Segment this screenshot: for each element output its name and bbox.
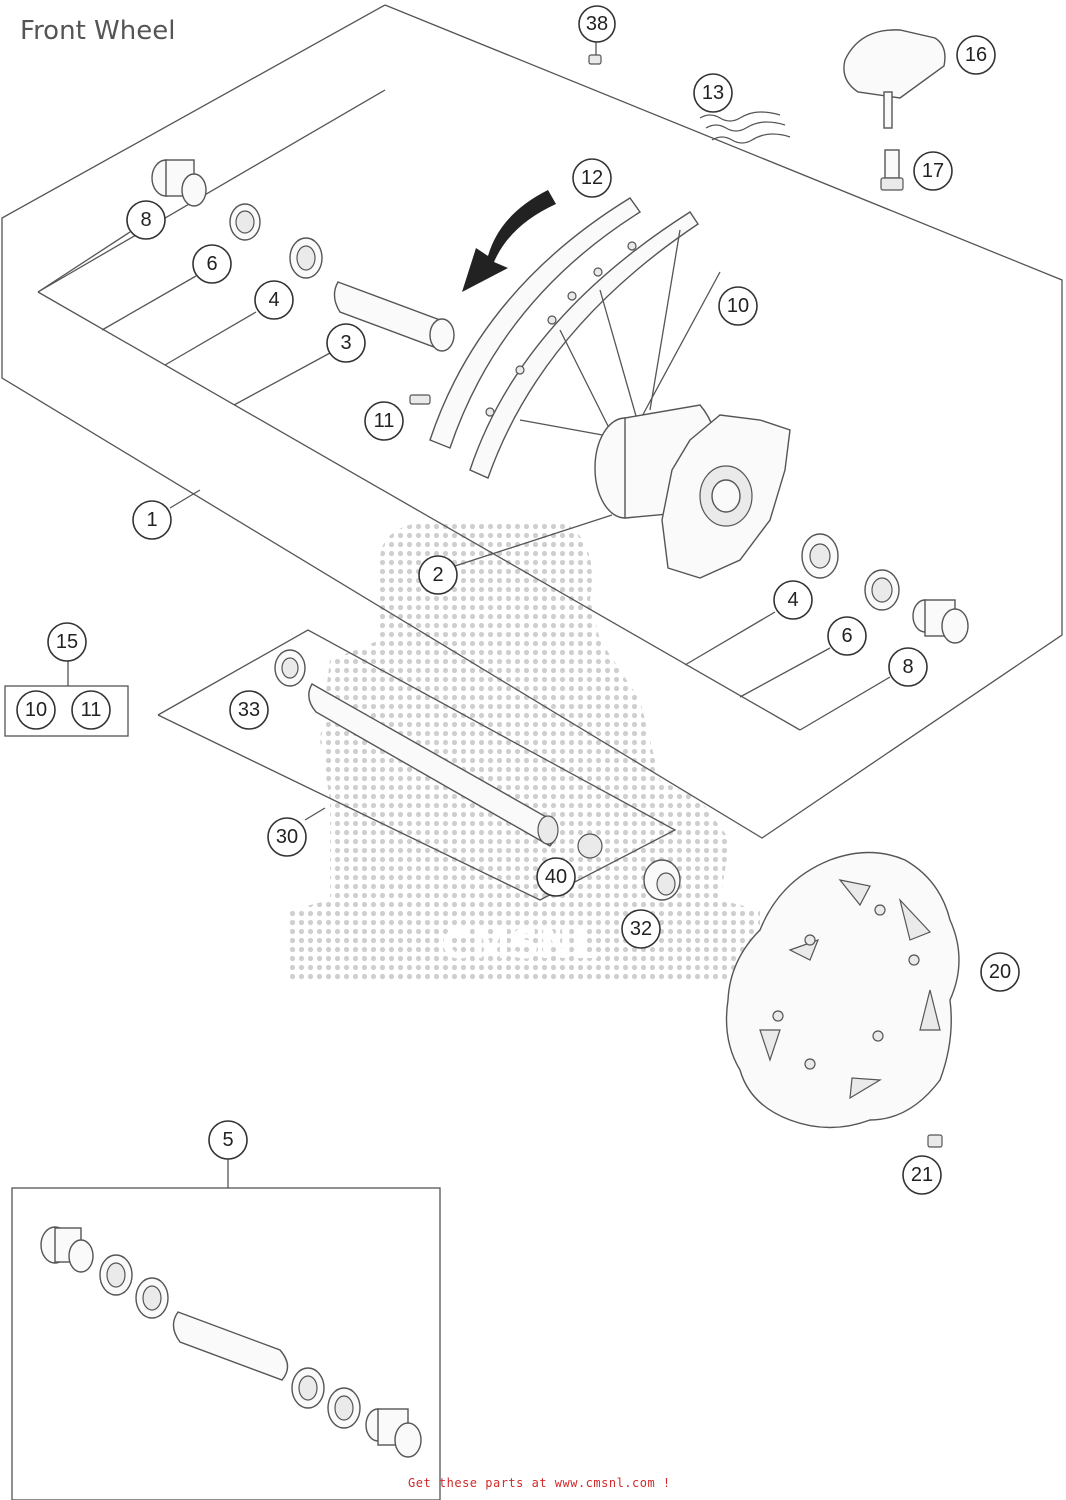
svg-text:4: 4 bbox=[268, 289, 279, 311]
footer-link-text[interactable]: Get these parts at www.cmsnl.com ! bbox=[408, 1476, 671, 1490]
watermark-logo: CMSNL bbox=[290, 520, 760, 980]
callout-11-nipple[interactable]: 11 bbox=[364, 401, 404, 441]
part-11-nipple bbox=[409, 394, 431, 405]
svg-text:32: 32 bbox=[630, 918, 652, 940]
svg-text:21: 21 bbox=[911, 1164, 933, 1186]
part-21-disc-screw bbox=[927, 1134, 943, 1148]
callout-8-right[interactable]: 8 bbox=[888, 647, 928, 687]
svg-text:2: 2 bbox=[432, 564, 443, 586]
callout-12[interactable]: 12 bbox=[572, 158, 612, 198]
svg-text:11: 11 bbox=[374, 410, 395, 432]
svg-text:8: 8 bbox=[902, 656, 913, 678]
callout-30[interactable]: 30 bbox=[267, 817, 307, 857]
svg-text:4: 4 bbox=[787, 589, 798, 611]
svg-text:20: 20 bbox=[989, 961, 1011, 983]
callout-38[interactable]: 38 bbox=[578, 5, 616, 43]
svg-text:5: 5 bbox=[222, 1129, 233, 1151]
callout-5[interactable]: 5 bbox=[208, 1120, 248, 1160]
part-8-spacer-right bbox=[912, 599, 969, 644]
callout-1[interactable]: 1 bbox=[132, 500, 172, 540]
svg-text:38: 38 bbox=[586, 13, 608, 35]
part-16-seat-tool bbox=[843, 29, 946, 129]
svg-text:30: 30 bbox=[276, 826, 298, 848]
part-17-valve bbox=[880, 149, 904, 191]
part-2-hub bbox=[594, 404, 791, 579]
callout-10-kit[interactable]: 10 bbox=[16, 690, 56, 730]
callout-4-right[interactable]: 4 bbox=[773, 580, 813, 620]
svg-text:12: 12 bbox=[581, 167, 603, 189]
callout-3[interactable]: 3 bbox=[326, 323, 366, 363]
leader-lines bbox=[37, 42, 891, 1188]
part-3-distance-tube bbox=[333, 281, 455, 352]
page-title: Front Wheel bbox=[20, 16, 176, 46]
part-13-rim-tape bbox=[699, 111, 791, 144]
svg-text:33: 33 bbox=[238, 699, 260, 721]
part-33-seal bbox=[274, 649, 306, 687]
callout-16[interactable]: 16 bbox=[956, 35, 996, 75]
kit-5-parts bbox=[40, 1226, 422, 1458]
part-20-brake-disc bbox=[725, 851, 960, 1129]
part-32-spacer bbox=[643, 859, 681, 901]
svg-text:40: 40 bbox=[545, 866, 567, 888]
callout-33[interactable]: 33 bbox=[229, 690, 269, 730]
part-4-bearing-left bbox=[289, 237, 323, 279]
part-6-seal-left bbox=[229, 203, 261, 241]
direction-arrow bbox=[462, 190, 556, 292]
callout-20[interactable]: 20 bbox=[980, 952, 1020, 992]
callout-17[interactable]: 17 bbox=[913, 151, 953, 191]
callout-8-left[interactable]: 8 bbox=[126, 200, 166, 240]
part-6-seal-right bbox=[864, 569, 900, 611]
part-40-bolt bbox=[577, 833, 603, 859]
svg-text:10: 10 bbox=[727, 295, 749, 317]
svg-text:15: 15 bbox=[56, 631, 78, 653]
svg-text:16: 16 bbox=[965, 44, 987, 66]
svg-text:11: 11 bbox=[81, 699, 102, 721]
kit-box-5 bbox=[11, 1187, 441, 1500]
callout-40[interactable]: 40 bbox=[536, 857, 576, 897]
callout-13[interactable]: 13 bbox=[693, 73, 733, 113]
svg-text:3: 3 bbox=[340, 332, 351, 354]
callout-15[interactable]: 15 bbox=[47, 622, 87, 662]
svg-text:6: 6 bbox=[841, 625, 852, 647]
svg-text:1: 1 bbox=[146, 509, 157, 531]
callout-6-left[interactable]: 6 bbox=[192, 244, 232, 284]
callout-32[interactable]: 32 bbox=[621, 909, 661, 949]
svg-text:6: 6 bbox=[206, 253, 217, 275]
part-30-axle bbox=[308, 683, 559, 847]
part-38-nut bbox=[588, 54, 602, 65]
callout-11-kit[interactable]: 11 bbox=[71, 690, 111, 730]
svg-text:10: 10 bbox=[25, 699, 47, 721]
part-4-bearing-right bbox=[801, 533, 839, 579]
callout-4-left[interactable]: 4 bbox=[254, 280, 294, 320]
svg-text:13: 13 bbox=[702, 82, 724, 104]
svg-text:17: 17 bbox=[922, 160, 944, 182]
callout-2[interactable]: 2 bbox=[418, 555, 458, 595]
kit-box-15 bbox=[4, 685, 129, 737]
callout-10-spokes[interactable]: 10 bbox=[718, 286, 758, 326]
watermark-text: CMSNL bbox=[442, 922, 599, 968]
callout-6-right[interactable]: 6 bbox=[827, 616, 867, 656]
part-8-spacer-left bbox=[151, 159, 207, 207]
svg-text:8: 8 bbox=[140, 209, 151, 231]
part-12-rim bbox=[429, 197, 699, 479]
axle-frame bbox=[157, 629, 677, 901]
callout-21[interactable]: 21 bbox=[902, 1155, 942, 1195]
